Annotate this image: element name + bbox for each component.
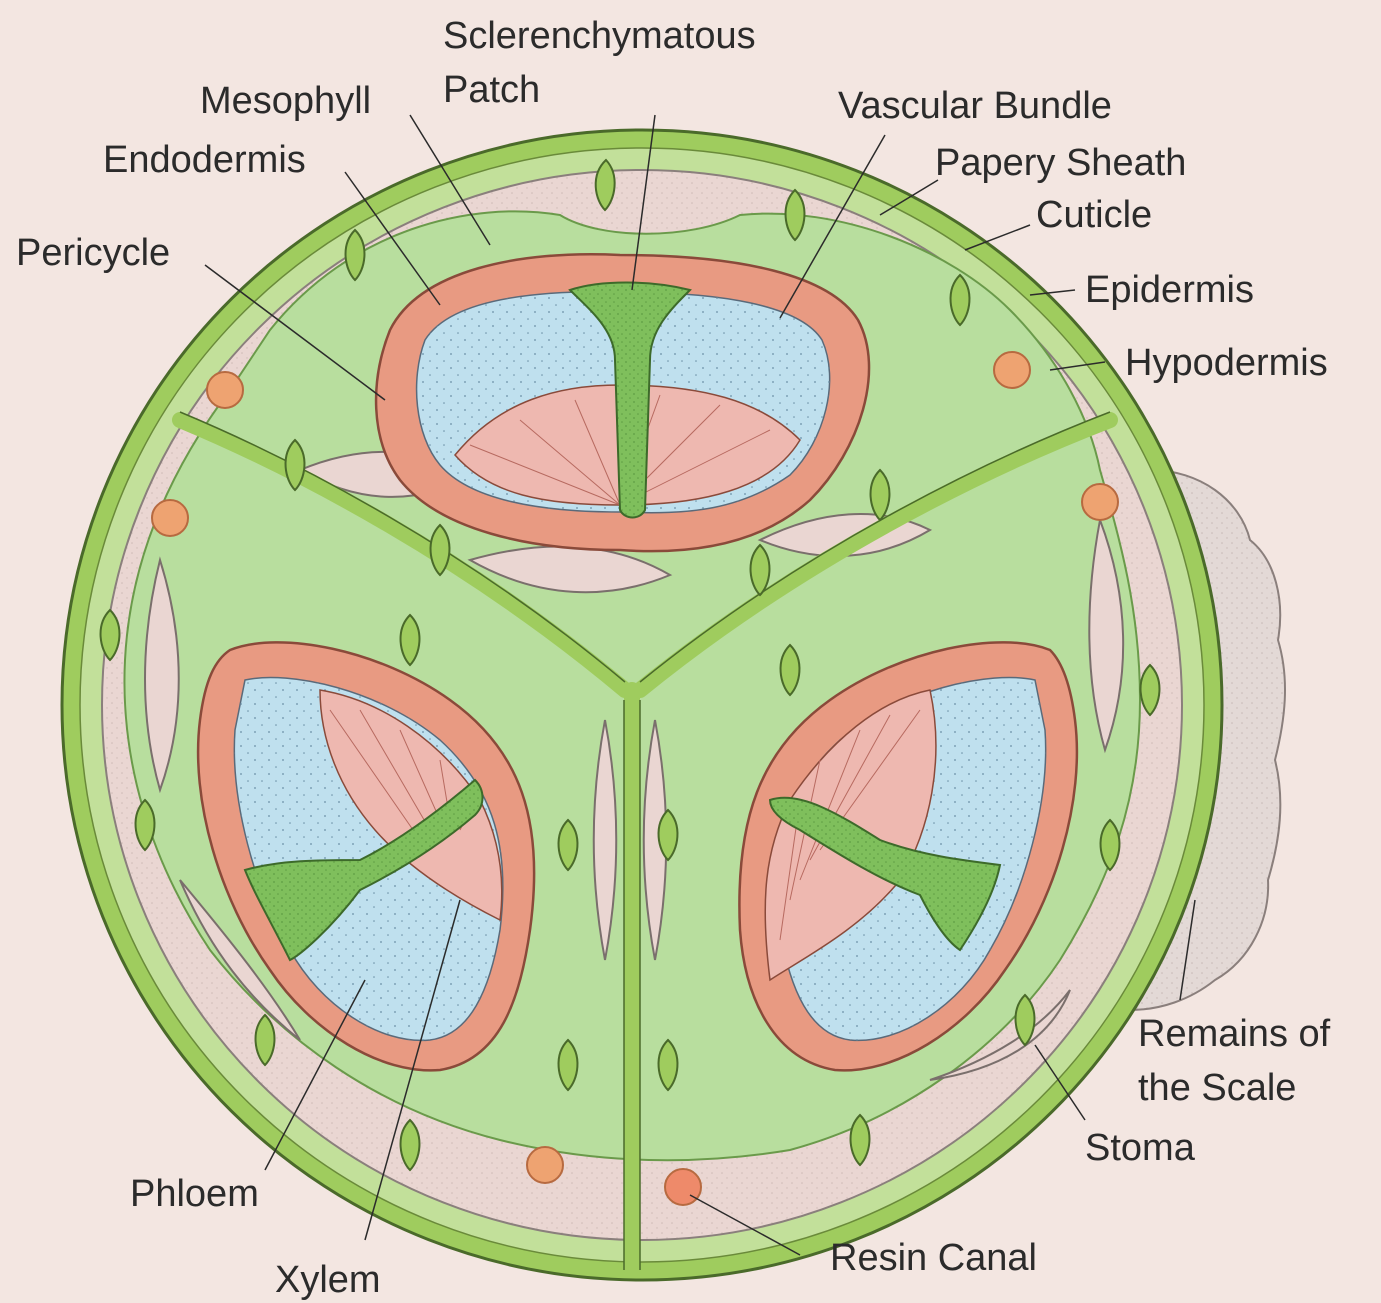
label-epidermis: Epidermis [1085, 269, 1254, 311]
label-papery-sheath: Papery Sheath [935, 142, 1186, 184]
label-resin-canal: Resin Canal [830, 1237, 1037, 1279]
label-remains-line2: the Scale [1138, 1067, 1296, 1109]
label-pericycle: Pericycle [16, 232, 170, 274]
label-endodermis: Endodermis [103, 139, 306, 181]
label-remains-line1: Remains of [1138, 1013, 1331, 1055]
label-mesophyll: Mesophyll [200, 80, 371, 122]
label-sclerenchymatous: Sclerenchymatous [443, 15, 756, 57]
label-patch: Patch [443, 69, 540, 111]
vascular-bundle-top [376, 254, 869, 551]
label-stoma: Stoma [1085, 1127, 1196, 1169]
label-phloem: Phloem [130, 1173, 259, 1215]
label-hypodermis: Hypodermis [1125, 342, 1328, 384]
label-xylem: Xylem [275, 1259, 381, 1301]
label-vascular-bundle: Vascular Bundle [838, 85, 1112, 127]
label-cuticle: Cuticle [1036, 194, 1152, 236]
